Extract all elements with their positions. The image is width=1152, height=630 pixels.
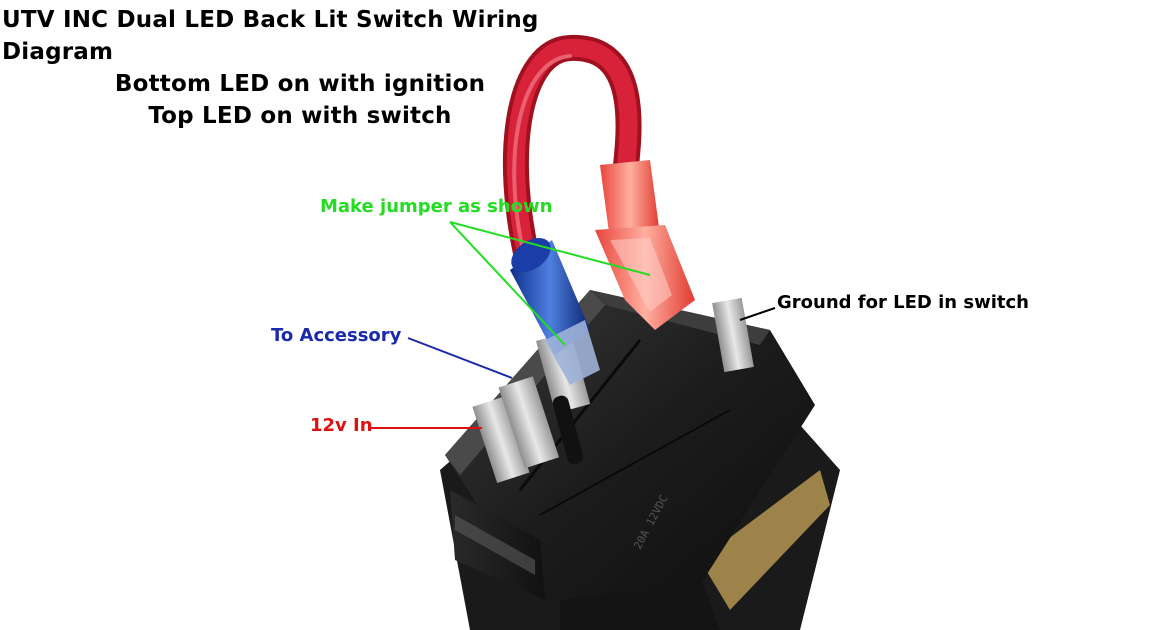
power-in-label: 12v In: [310, 415, 373, 436]
ground-pointer-line: [739, 307, 776, 321]
ground-label: Ground for LED in switch: [777, 292, 1029, 313]
terminal-power-in: [472, 396, 530, 483]
terminal-ground: [712, 297, 754, 373]
red-connector: [595, 160, 695, 330]
diagram-title: UTV INC Dual LED Back Lit Switch Wiring …: [0, 4, 600, 132]
blue-connector: [510, 237, 600, 385]
jumper-label: Make jumper as shown: [320, 196, 553, 217]
jumper-pointer-lines: [449, 221, 651, 346]
led-pin: [552, 395, 584, 465]
jumper-wire: [502, 35, 642, 283]
accessory-label: To Accessory: [271, 325, 402, 346]
title-line-3: Top LED on with switch: [148, 103, 452, 129]
title-line-1: UTV INC Dual LED Back Lit Switch Wiring …: [2, 7, 539, 65]
title-line-2: Bottom LED on with ignition: [114, 71, 486, 97]
terminal-accessory: [498, 376, 560, 469]
accessory-pointer-line: [407, 337, 513, 379]
